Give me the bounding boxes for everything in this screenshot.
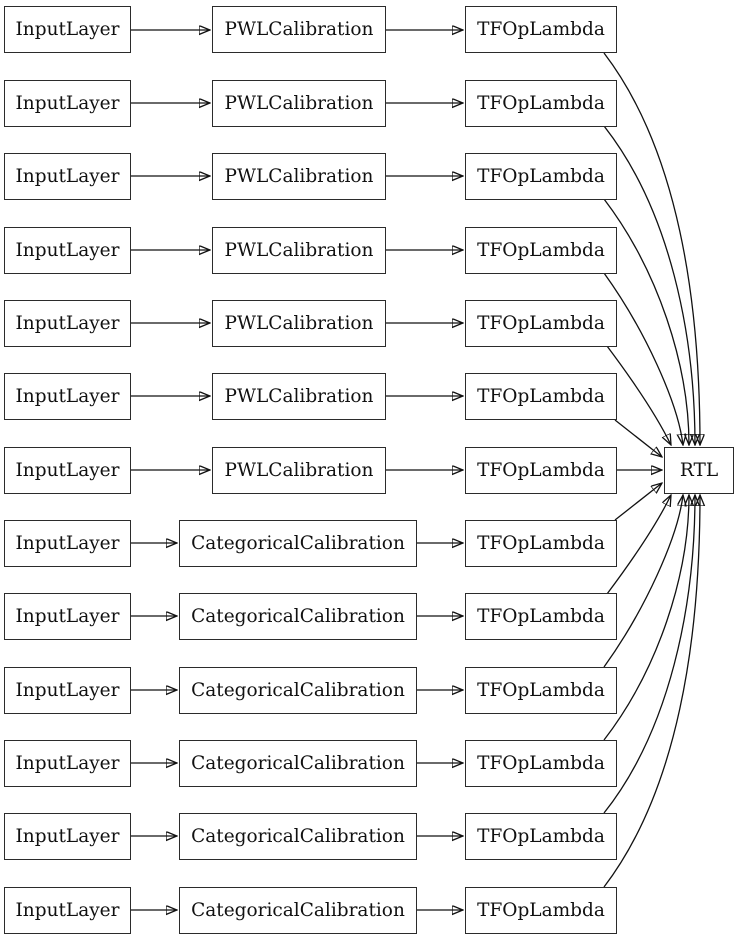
node-label: PWLCalibration [224,460,374,481]
node-tfoplambda: TFOpLambda [465,520,617,567]
edges [131,30,700,910]
node-label: InputLayer [15,460,120,481]
node-label: CategoricalCalibration [191,753,405,774]
node-pwlcalibration: PWLCalibration [212,6,386,53]
node-label: PWLCalibration [224,93,374,114]
node-label: TFOpLambda [477,166,605,187]
node-tfoplambda: TFOpLambda [465,887,617,934]
node-categoricalcalibration: CategoricalCalibration [179,740,417,787]
node-label: TFOpLambda [477,606,605,627]
node-categoricalcalibration: CategoricalCalibration [179,593,417,640]
node-label: InputLayer [15,533,120,554]
node-label: CategoricalCalibration [191,533,405,554]
node-inputlayer: InputLayer [4,153,131,200]
node-tfoplambda: TFOpLambda [465,80,617,127]
node-pwlcalibration: PWLCalibration [212,80,386,127]
node-label: PWLCalibration [224,240,374,261]
node-label: TFOpLambda [477,19,605,40]
node-label: InputLayer [15,313,120,334]
node-tfoplambda: TFOpLambda [465,593,617,640]
node-label: InputLayer [15,900,120,921]
node-inputlayer: InputLayer [4,593,131,640]
node-inputlayer: InputLayer [4,447,131,494]
node-inputlayer: InputLayer [4,813,131,860]
node-tfoplambda: TFOpLambda [465,447,617,494]
edge-lambda-rtl [603,495,689,741]
node-label: TFOpLambda [477,240,605,261]
node-pwlcalibration: PWLCalibration [212,153,386,200]
node-label: CategoricalCalibration [191,680,405,701]
node-tfoplambda: TFOpLambda [465,300,617,347]
node-rtl: RTL [664,447,734,494]
node-pwlcalibration: PWLCalibration [212,447,386,494]
node-inputlayer: InputLayer [4,740,131,787]
node-label: InputLayer [15,19,120,40]
edge-lambda-rtl [614,483,662,521]
node-categoricalcalibration: CategoricalCalibration [179,520,417,567]
node-label: TFOpLambda [477,93,605,114]
edge-lambda-rtl [603,495,683,668]
node-label: TFOpLambda [477,753,605,774]
node-tfoplambda: TFOpLambda [465,813,617,860]
node-label: TFOpLambda [477,680,605,701]
node-label: RTL [679,460,719,481]
node-pwlcalibration: PWLCalibration [212,373,386,420]
node-inputlayer: InputLayer [4,227,131,274]
node-tfoplambda: TFOpLambda [465,667,617,714]
node-tfoplambda: TFOpLambda [465,740,617,787]
node-label: TFOpLambda [477,533,605,554]
node-inputlayer: InputLayer [4,300,131,347]
edge-lambda-rtl [606,345,671,445]
node-label: TFOpLambda [477,900,605,921]
edge-lambda-rtl [603,52,700,445]
node-categoricalcalibration: CategoricalCalibration [179,887,417,934]
node-inputlayer: InputLayer [4,373,131,420]
node-label: TFOpLambda [477,826,605,847]
edge-lambda-rtl [606,495,671,595]
node-inputlayer: InputLayer [4,6,131,53]
edge-lambda-rtl [603,125,695,445]
node-label: PWLCalibration [224,386,374,407]
node-pwlcalibration: PWLCalibration [212,227,386,274]
node-inputlayer: InputLayer [4,887,131,934]
node-label: InputLayer [15,826,120,847]
node-label: InputLayer [15,240,120,261]
node-tfoplambda: TFOpLambda [465,6,617,53]
node-label: PWLCalibration [224,166,374,187]
node-categoricalcalibration: CategoricalCalibration [179,813,417,860]
node-inputlayer: InputLayer [4,520,131,567]
node-label: CategoricalCalibration [191,900,405,921]
node-tfoplambda: TFOpLambda [465,373,617,420]
node-label: InputLayer [15,386,120,407]
node-categoricalcalibration: CategoricalCalibration [179,667,417,714]
edge-lambda-rtl [603,495,700,888]
node-label: CategoricalCalibration [191,606,405,627]
node-label: TFOpLambda [477,313,605,334]
edge-lambda-rtl [603,272,683,445]
node-label: InputLayer [15,93,120,114]
node-label: InputLayer [15,753,120,774]
node-tfoplambda: TFOpLambda [465,153,617,200]
node-inputlayer: InputLayer [4,80,131,127]
node-label: PWLCalibration [224,313,374,334]
node-inputlayer: InputLayer [4,667,131,714]
edge-lambda-rtl [603,495,695,814]
node-label: TFOpLambda [477,386,605,407]
edge-lambda-rtl [603,198,689,445]
node-label: TFOpLambda [477,460,605,481]
edge-lambda-rtl [614,419,662,457]
node-label: InputLayer [15,606,120,627]
node-tfoplambda: TFOpLambda [465,227,617,274]
node-label: InputLayer [15,166,120,187]
node-label: CategoricalCalibration [191,826,405,847]
node-label: InputLayer [15,680,120,701]
node-pwlcalibration: PWLCalibration [212,300,386,347]
node-label: PWLCalibration [224,19,374,40]
